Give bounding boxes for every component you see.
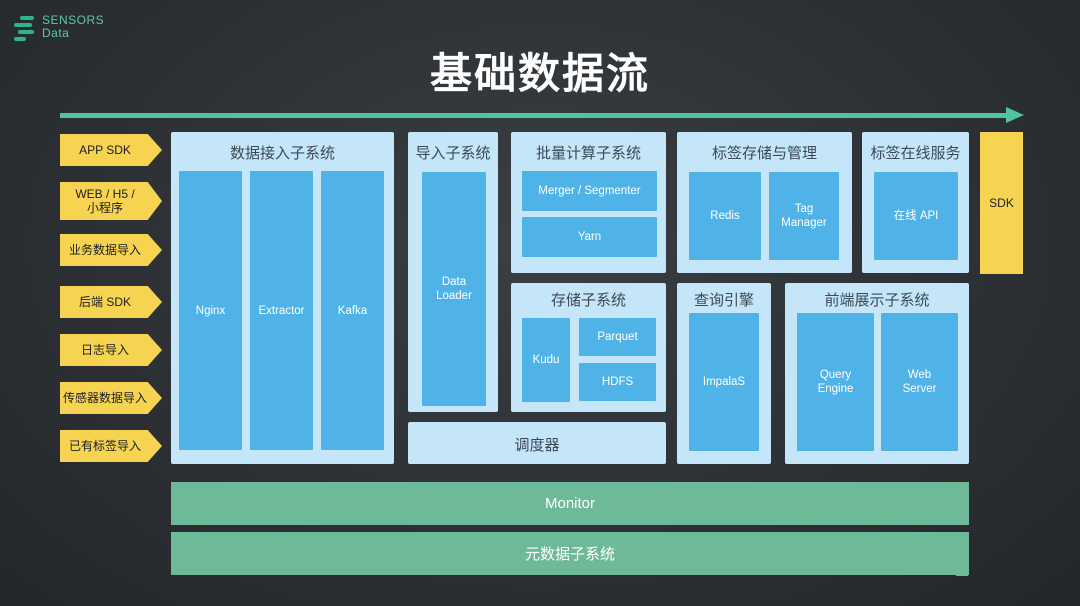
metadata-bar: 元数据子系统 bbox=[171, 532, 969, 575]
tag-manager-block: Tag Manager bbox=[769, 172, 839, 260]
source-log-import: 日志导入 bbox=[60, 334, 162, 366]
source-business-import: 业务数据导入 bbox=[60, 234, 162, 266]
scheduler-label: 调度器 bbox=[514, 437, 560, 454]
frontend-title: 前端展示子系统 bbox=[824, 292, 930, 309]
yarn-block: Yarn bbox=[522, 217, 657, 257]
flow-arrow bbox=[60, 113, 1010, 118]
data-loader-block: Data Loader bbox=[422, 172, 486, 406]
logo-text-line2: Data bbox=[42, 26, 70, 40]
query-engine-subsystem: 查询引擎 ImpalaS bbox=[677, 283, 771, 464]
storage-subsystem: 存储子系统 Kudu Parquet HDFS bbox=[511, 283, 666, 412]
import-title: 导入子系统 bbox=[415, 145, 491, 162]
merger-segmenter-block: Merger / Segmenter bbox=[522, 171, 657, 211]
online-api-block: 在线 API bbox=[874, 172, 958, 260]
scheduler-panel: 调度器 bbox=[408, 422, 666, 464]
import-subsystem: 导入子系统 Data Loader bbox=[408, 132, 498, 412]
source-app-sdk: APP SDK bbox=[60, 134, 162, 166]
flow-arrow-head-icon bbox=[1006, 107, 1024, 123]
parquet-block: Parquet bbox=[579, 318, 656, 356]
source-sensor-import: 传感器数据导入 bbox=[60, 382, 162, 414]
logo-text-line1: SENSORS bbox=[42, 13, 105, 27]
tag-service-title: 标签在线服务 bbox=[870, 145, 961, 162]
tag-service-subsystem: 标签在线服务 在线 API bbox=[862, 132, 969, 273]
sdk-output: SDK bbox=[980, 132, 1023, 274]
impalas-block: ImpalaS bbox=[689, 313, 759, 451]
query-engine-block: Query Engine bbox=[797, 313, 874, 451]
source-web-h5: WEB / H5 / 小程序 bbox=[60, 182, 162, 220]
redis-block: Redis bbox=[689, 172, 761, 260]
monitor-bar: Monitor bbox=[171, 482, 969, 525]
kudu-block: Kudu bbox=[522, 318, 570, 402]
kafka-block: Kafka bbox=[321, 171, 384, 450]
query-title: 查询引擎 bbox=[693, 292, 754, 309]
frontend-subsystem: 前端展示子系统 Query Engine Web Server bbox=[785, 283, 969, 464]
extractor-block: Extractor bbox=[250, 171, 313, 450]
corner-mark bbox=[956, 574, 968, 576]
tag-storage-title: 标签存储与管理 bbox=[711, 145, 817, 162]
storage-title: 存储子系统 bbox=[550, 292, 626, 309]
logo-mark-icon bbox=[14, 14, 38, 44]
web-server-block: Web Server bbox=[881, 313, 958, 451]
source-tag-import: 已有标签导入 bbox=[60, 430, 162, 462]
batch-subsystem: 批量计算子系统 Merger / Segmenter Yarn bbox=[511, 132, 666, 273]
ingest-title: 数据接入子系统 bbox=[229, 145, 335, 162]
ingest-subsystem: 数据接入子系统 Nginx Extractor Kafka bbox=[171, 132, 394, 464]
tag-storage-subsystem: 标签存储与管理 Redis Tag Manager bbox=[677, 132, 852, 273]
sensors-data-logo: SENSORS Data bbox=[14, 14, 104, 44]
nginx-block: Nginx bbox=[179, 171, 242, 450]
page-title: 基础数据流 bbox=[429, 50, 650, 97]
source-backend-sdk: 后端 SDK bbox=[60, 286, 162, 318]
hdfs-block: HDFS bbox=[579, 363, 656, 401]
batch-title: 批量计算子系统 bbox=[535, 145, 641, 162]
